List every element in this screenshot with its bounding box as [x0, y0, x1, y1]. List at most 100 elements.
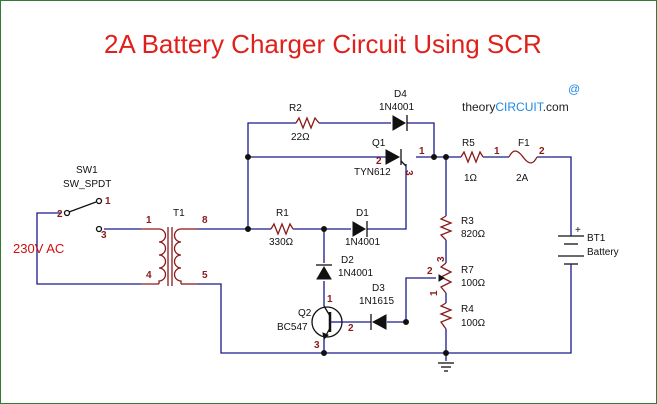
transformer-t1: T1 1 4 8 5 [141, 208, 208, 286]
r7-wiper-arrow [438, 274, 445, 282]
wire-f1-to-battery [537, 156, 572, 231]
r3-ref: R3 [461, 216, 474, 227]
d3-value: 1N1615 [359, 296, 394, 307]
q2-pin-label: 3 [314, 340, 320, 351]
q1-pin-label: 3 [403, 170, 414, 176]
r1-zigzag [270, 222, 294, 236]
t1-pin-label: 1 [146, 215, 152, 226]
d2-value: 1N4001 [338, 268, 373, 279]
resistor-r3: R3 820Ω [439, 215, 486, 241]
t1-ref: T1 [173, 208, 185, 219]
junction-dot [431, 154, 437, 160]
r7-pin-label: 1 [429, 290, 440, 296]
junctions [245, 154, 449, 356]
scr-q1: Q1 2 1 3 TYN612 [354, 138, 425, 178]
d3-triangle [371, 314, 387, 330]
r5-zigzag [460, 150, 484, 164]
t1-secondary-coil [173, 228, 182, 284]
wire-wiper-to-d3 [405, 277, 436, 322]
r3-value: 820Ω [461, 229, 486, 240]
f1-pin-label: 1 [494, 146, 500, 157]
diode-d2: D2 1N4001 [316, 255, 373, 280]
junction-dot [443, 154, 449, 160]
d1-value: 1N4001 [345, 237, 380, 248]
d1-anode-triangle [352, 221, 366, 237]
r3-zigzag [439, 215, 453, 241]
junction-dot [245, 226, 251, 232]
sw1-pin-1 [95, 197, 103, 205]
junction-dot [403, 319, 409, 325]
d4-value: 1N4001 [379, 102, 414, 113]
wire-d1-to-gate [367, 164, 407, 230]
brand-logo: theoryCIRCUIT.com [462, 100, 569, 114]
r7-pin-label: 3 [436, 256, 447, 262]
junction-dot [321, 350, 327, 356]
t1-primary-coil [158, 228, 167, 284]
q1-triangle [385, 149, 401, 165]
r4-zigzag [439, 302, 453, 330]
d2-triangle [316, 266, 332, 280]
q2-pin-label: 1 [327, 294, 333, 305]
r2-value: 22Ω [291, 132, 310, 143]
ground-icon [438, 362, 454, 372]
q1-pin-label: 1 [419, 146, 425, 157]
switch-sw1: SW1 SW_SPDT 2 1 3 [57, 165, 111, 241]
r7-value: 100Ω [461, 278, 486, 289]
q1-gate-lead [400, 160, 407, 167]
q2-pin-label: 2 [348, 323, 354, 334]
junction-dot [321, 226, 327, 232]
r5-value: 1Ω [464, 173, 478, 184]
ac-source-label: 230V AC [13, 241, 64, 256]
r2-zigzag [295, 116, 320, 130]
wire-ac-bottom [36, 212, 141, 285]
junction-dot [245, 154, 251, 160]
d4-anode-triangle [392, 115, 406, 131]
sw1-pin-3 [95, 225, 103, 233]
q2-collector [323, 305, 331, 317]
resistor-r2: R2 22Ω [289, 103, 320, 143]
r7-ref: R7 [461, 265, 474, 276]
q1-pin-label: 2 [376, 156, 382, 167]
diagram-title: 2A Battery Charger Circuit Using SCR [104, 29, 542, 59]
d2-ref: D2 [341, 255, 354, 266]
sw1-pin-common [63, 209, 71, 217]
sw1-ref: SW1 [76, 165, 98, 176]
r4-value: 100Ω [461, 318, 486, 329]
r5-ref: R5 [462, 138, 475, 149]
resistor-r4: R4 100Ω [439, 302, 486, 330]
bt1-ref: BT1 [587, 233, 606, 244]
diode-d4: D4 1N4001 [379, 89, 414, 131]
q2-value: BC547 [277, 322, 308, 333]
d1-ref: D1 [356, 208, 369, 219]
q2-emitter-arrow [322, 332, 329, 341]
diode-d3: D3 1N1615 [359, 283, 394, 330]
q2-ref: Q2 [298, 308, 312, 319]
f1-pin-label: 2 [539, 146, 545, 157]
r2-ref: R2 [289, 103, 302, 114]
r7-pin-label: 2 [427, 266, 433, 277]
resistor-r1: R1 330Ω [269, 208, 294, 248]
resistor-r5: R5 1Ω [460, 138, 484, 184]
bt1-value: Battery [587, 247, 619, 258]
sw1-lever [68, 201, 97, 213]
q1-value: TYN612 [354, 167, 391, 178]
wire-node-left [247, 122, 296, 229]
r4-ref: R4 [461, 304, 474, 315]
potentiometer-r7: R7 100Ω 2 1 3 [427, 256, 486, 296]
r1-ref: R1 [276, 208, 289, 219]
fuse-f1: F1 1 2 2A [494, 138, 545, 184]
sw1-value: SW_SPDT [63, 179, 111, 190]
diode-d1: D1 1N4001 [345, 208, 380, 248]
r1-value: 330Ω [269, 237, 294, 248]
f1-value: 2A [516, 173, 529, 184]
d3-ref: D3 [372, 283, 385, 294]
t1-pin-label: 4 [146, 270, 152, 281]
f1-element [508, 150, 538, 164]
t1-pin-label: 8 [202, 215, 208, 226]
sw1-pin-label: 2 [57, 209, 63, 220]
battery-bt1: + BT1 Battery [558, 225, 619, 272]
wire-battery-negative [446, 272, 572, 354]
bt1-plus: + [575, 225, 581, 236]
